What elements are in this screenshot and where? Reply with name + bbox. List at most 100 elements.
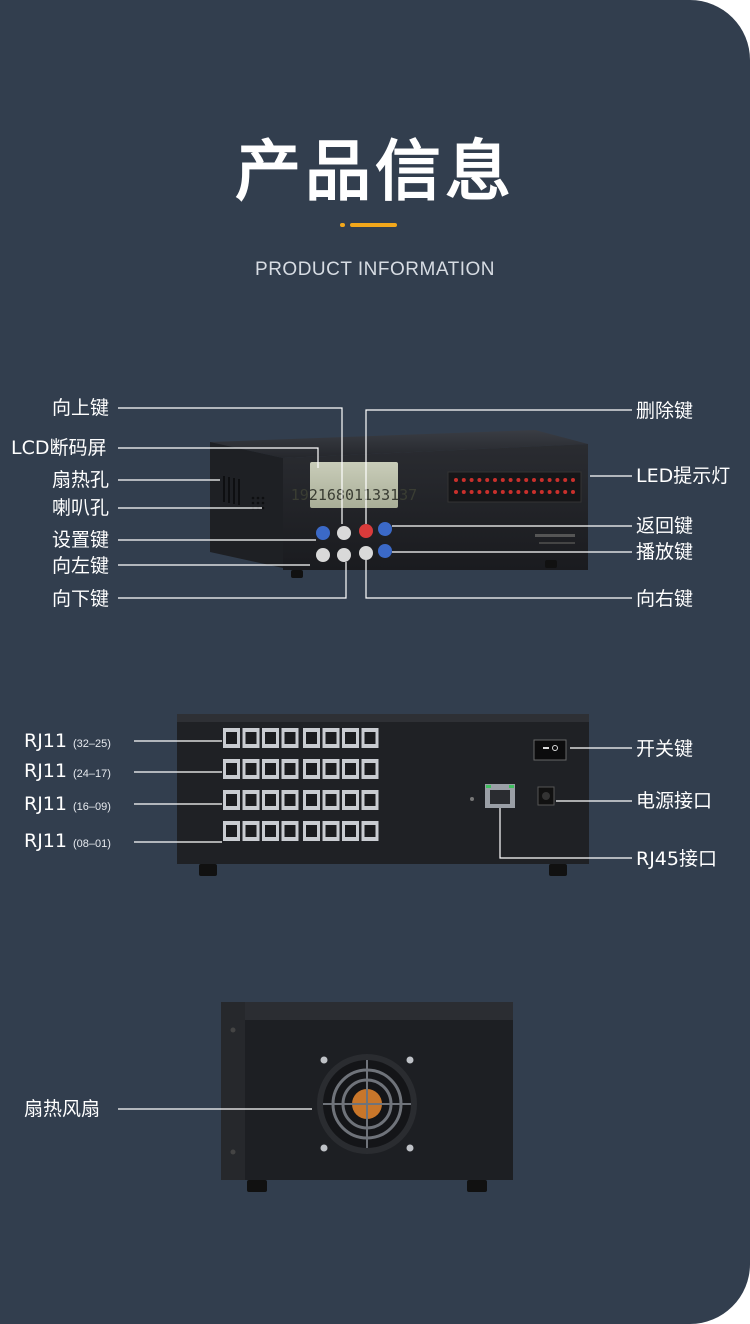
led-dot <box>571 478 575 482</box>
led-dot <box>539 490 544 494</box>
led-dot <box>500 490 505 494</box>
led-dot <box>532 490 536 494</box>
rj11-socket <box>306 732 317 744</box>
callout-left-key: 向左键 <box>52 555 110 577</box>
rj11-socket <box>364 732 376 744</box>
rj11-socket <box>306 763 317 775</box>
rj11-socket <box>306 825 317 837</box>
callout-up-key: 向上键 <box>52 397 110 419</box>
led-dot <box>555 478 560 482</box>
rj11-socket <box>226 763 237 775</box>
led-dot <box>539 478 544 482</box>
callout-right-key: 向右键 <box>636 588 694 610</box>
led-dot <box>524 478 529 482</box>
rj11-socket <box>226 825 237 837</box>
led-dot <box>461 490 466 494</box>
callout-down-key: 向下键 <box>52 588 110 610</box>
led-dot <box>493 478 497 482</box>
rj11-socket <box>284 732 296 744</box>
rj11-socket <box>325 825 337 837</box>
right-button <box>359 546 373 560</box>
led-dot <box>477 478 482 482</box>
led-dot <box>563 490 568 494</box>
rj11-socket <box>345 763 356 775</box>
rj11-port-block <box>223 728 379 841</box>
rj11-label: RJ11 <box>24 793 67 815</box>
rj11-socket <box>345 732 356 744</box>
up-button <box>337 526 351 540</box>
led-dot <box>555 490 560 494</box>
title-accent-bar <box>350 223 397 227</box>
callout-rj45-port: RJ45接口 <box>636 848 717 870</box>
callout-rj11-group-3: RJ11 (16–09) <box>24 793 111 818</box>
callout-lcd-screen: LCD断码屏 <box>11 437 107 459</box>
settings-button <box>316 526 330 540</box>
rj11-socket <box>245 794 257 806</box>
led-dot <box>454 478 458 482</box>
led-dot <box>547 490 552 494</box>
led-dot <box>508 490 513 494</box>
led-dot <box>516 478 521 482</box>
rj11-socket <box>265 825 276 837</box>
power-switch <box>533 739 567 761</box>
callout-rj11-group-1: RJ11 (32–25) <box>24 730 111 755</box>
callout-speaker-holes: 喇叭孔 <box>52 497 110 519</box>
led-dot <box>477 490 482 494</box>
rj11-range: (24–17) <box>72 768 111 780</box>
page-title: 产品信息 <box>235 133 515 210</box>
rj11-range: (16–09) <box>72 801 111 813</box>
rj11-socket <box>284 794 296 806</box>
led-dot <box>563 478 568 482</box>
callout-power-switch: 开关键 <box>636 738 694 760</box>
callout-delete-key: 删除键 <box>636 400 694 422</box>
callout-cooling-fan: 扇热风扇 <box>24 1098 101 1120</box>
led-dot <box>454 490 458 494</box>
page-subtitle: PRODUCT INFORMATION <box>255 259 495 280</box>
rj11-socket <box>364 794 376 806</box>
left-button <box>316 548 330 562</box>
rj11-socket <box>265 794 276 806</box>
rj11-socket <box>245 732 257 744</box>
rj11-socket <box>345 825 356 837</box>
led-dot <box>469 490 474 494</box>
rj11-socket <box>345 794 356 806</box>
delete-button <box>359 524 373 538</box>
rj11-socket <box>245 763 257 775</box>
callout-rj11-group-4: RJ11(08–01) <box>24 830 111 855</box>
callout-power-port: 电源接口 <box>636 790 713 812</box>
rj11-label: RJ11 <box>24 730 67 752</box>
led-dot <box>571 490 575 494</box>
rj11-socket <box>325 732 337 744</box>
led-dot <box>485 478 490 482</box>
callout-vent-holes: 扇热孔 <box>52 469 110 491</box>
callout-settings-key: 设置键 <box>52 529 110 551</box>
down-button <box>337 548 351 562</box>
callout-led-indicators: LED提示灯 <box>636 465 731 487</box>
led-dot <box>493 490 497 494</box>
led-dot <box>516 490 521 494</box>
lcd-digits: 19216801133137 <box>291 486 417 504</box>
rj11-socket <box>226 732 237 744</box>
vent-slots <box>223 476 240 505</box>
rj11-range: (32–25) <box>72 738 111 750</box>
callout-play-key: 播放键 <box>636 541 694 563</box>
rj11-socket <box>325 763 337 775</box>
rj11-socket <box>265 732 276 744</box>
rj11-label: RJ11 <box>24 830 67 852</box>
rj11-socket <box>226 794 237 806</box>
cooling-fan <box>317 1054 417 1154</box>
callout-rj11-group-2: RJ11(24–17) <box>24 760 111 785</box>
rj11-socket <box>245 825 257 837</box>
led-dot <box>508 478 513 482</box>
rj11-socket <box>364 763 376 775</box>
led-dot <box>524 490 529 494</box>
led-indicator-grid <box>454 478 575 494</box>
led-dot <box>547 478 552 482</box>
rj11-socket <box>325 794 337 806</box>
callout-back-key: 返回键 <box>636 515 694 537</box>
led-dot <box>469 478 474 482</box>
play-button <box>378 544 392 558</box>
led-dot <box>485 490 490 494</box>
